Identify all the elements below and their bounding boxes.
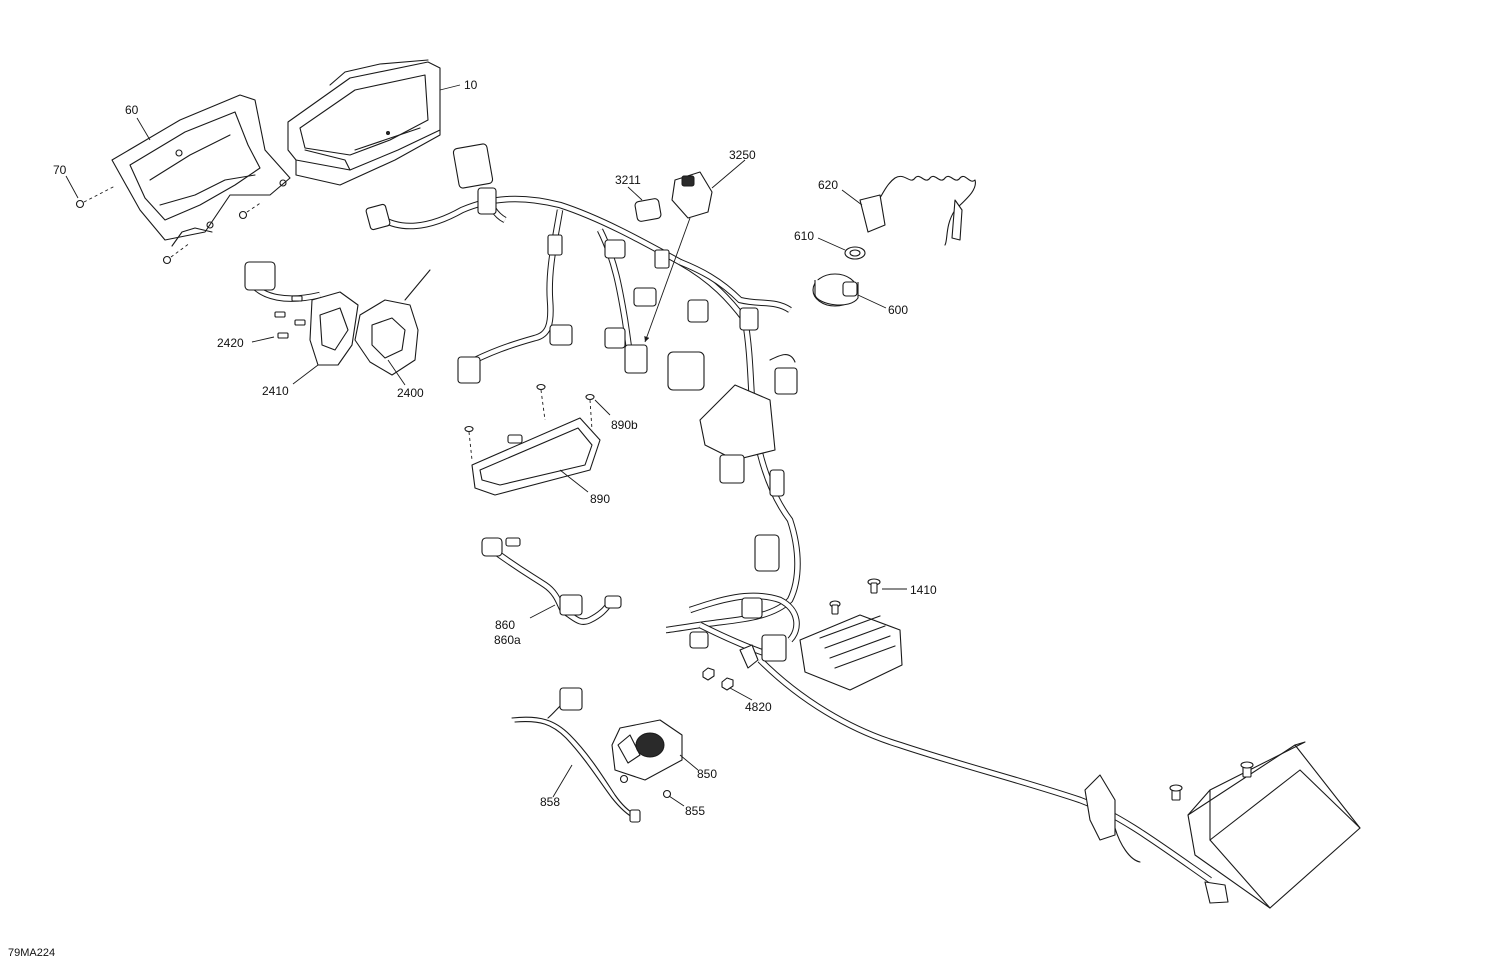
callout-3250: 3250 (729, 148, 756, 162)
voltage-regulator (799, 614, 903, 691)
callout-850: 850 (697, 767, 717, 781)
sensor-harness-part-860 (481, 537, 622, 625)
screw-part-70 (75, 185, 263, 265)
nut-part-4820 (702, 644, 759, 691)
screw-part-1410 (829, 578, 881, 615)
screw-part-890b (464, 383, 595, 461)
nut-part-610 (844, 246, 866, 260)
callout-860: 860 (495, 618, 515, 632)
callout-890b: 890b (611, 418, 638, 432)
callout-620: 620 (818, 178, 838, 192)
switch-part-3211 (634, 198, 662, 222)
callout-2420: 2420 (217, 336, 244, 350)
bezel-bracket-part-60 (111, 94, 291, 247)
callout-2410: 2410 (262, 384, 289, 398)
selector-module-part-850 (611, 719, 683, 781)
harness-part-858 (511, 687, 641, 823)
callout-4820: 4820 (745, 700, 772, 714)
reference-code: 79MA224 (8, 947, 56, 959)
battery (1084, 741, 1361, 909)
callout-10: 10 (464, 78, 478, 92)
callout-860a: 860a (494, 633, 521, 647)
screw-part-855 (619, 774, 672, 799)
callout-labels: 10 60 70 3211 3250 620 610 600 2420 2410… (53, 78, 937, 818)
callout-610: 610 (794, 229, 814, 243)
gauge-cluster-part-10 (287, 59, 441, 186)
main-wiring-harness (376, 188, 1212, 883)
callout-890: 890 (590, 492, 610, 506)
switch-part-3250 (644, 171, 713, 343)
callout-600: 600 (888, 303, 908, 317)
harness-connectors (365, 143, 798, 662)
lanyard-part-620 (859, 175, 976, 246)
switch-housing-part-2410 (309, 291, 359, 366)
switch-pod-part-2400 (244, 261, 431, 376)
callout-855: 855 (685, 804, 705, 818)
callout-70: 70 (53, 163, 67, 177)
tray-part-890 (471, 417, 601, 496)
callout-858: 858 (540, 795, 560, 809)
dess-post-part-600 (812, 273, 859, 307)
callout-2400: 2400 (397, 386, 424, 400)
callout-1410: 1410 (910, 583, 937, 597)
screw-part-2420 (274, 295, 306, 339)
callout-60: 60 (125, 103, 139, 117)
callout-3211: 3211 (615, 173, 641, 187)
